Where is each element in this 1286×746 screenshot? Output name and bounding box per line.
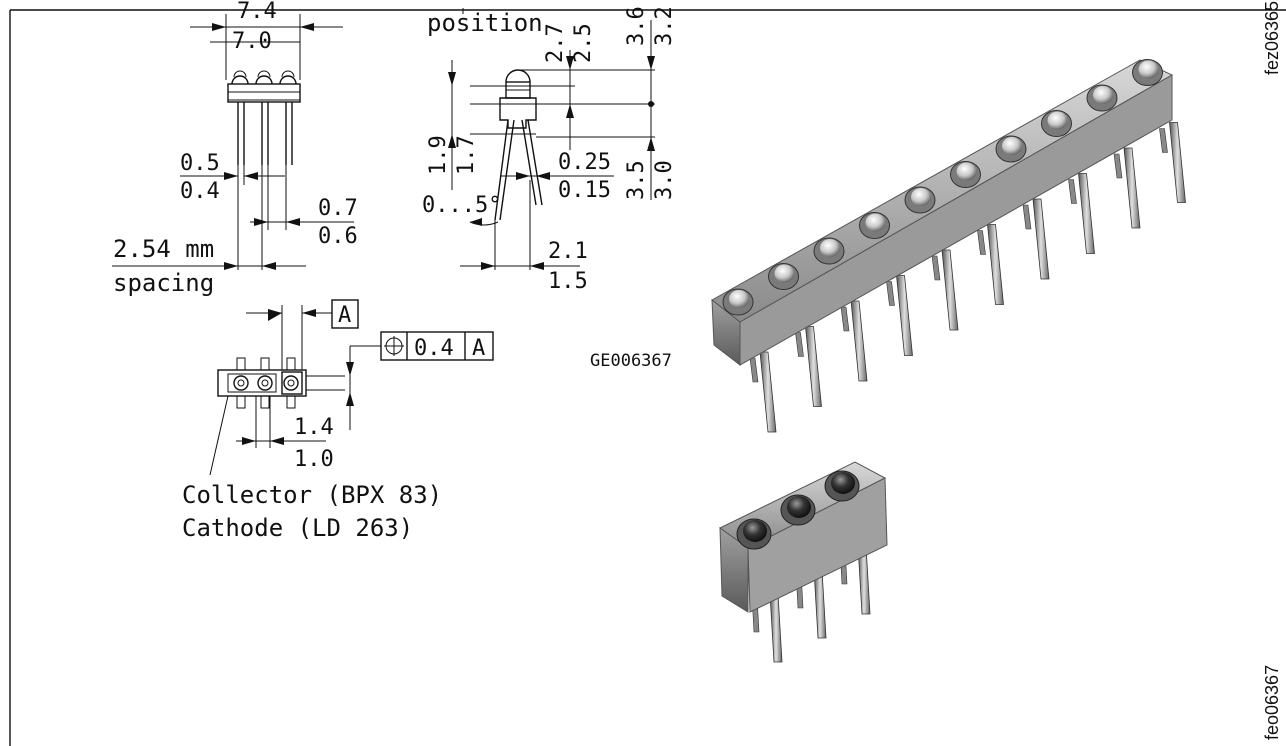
lead-rear <box>795 332 804 357</box>
lens <box>1047 111 1068 130</box>
datum-box <box>331 299 359 329</box>
dim-depth-min: 1.5 <box>548 269 588 294</box>
tolerance-value: 0.4 <box>414 336 454 361</box>
collector-label: Collector (BPX 83) <box>182 481 442 509</box>
lens <box>820 239 840 257</box>
dim-spacing-label: spacing <box>113 269 214 297</box>
side-code-bottom: feo06367 <box>1262 665 1282 740</box>
dim-spacing-value: 2.54 mm <box>113 235 214 263</box>
dim-lead-thickness-min: 0.15 <box>558 178 611 203</box>
tolerance-datum: A <box>472 336 485 361</box>
lead <box>987 224 1004 305</box>
position-label: position <box>427 9 543 37</box>
lead <box>850 300 868 382</box>
lens <box>1138 60 1159 79</box>
lens <box>787 496 811 518</box>
top-view: A 0.4 A <box>182 299 494 542</box>
dim-pin-gap-min: 0.6 <box>318 224 358 249</box>
drawing-frame <box>9 9 1286 746</box>
front-view: 7.4 7.0 0.5 0.4 0.7 0.6 <box>112 0 358 297</box>
pin-marker <box>233 375 299 391</box>
dim-width-inner: 7.0 <box>232 29 272 54</box>
dim-height-35: 3.5 <box>624 160 649 200</box>
circle-cross-icon <box>384 336 404 356</box>
dim-lead-angle: 0...5° <box>422 193 501 218</box>
lead-rear <box>840 306 850 332</box>
dim-pin-gap-max: 0.7 <box>318 196 358 221</box>
lead <box>759 351 777 433</box>
dim-height-19: 1.9 <box>426 135 451 175</box>
side-code-top: fez06365 <box>1262 1 1282 75</box>
dim-height-30: 3.0 <box>652 160 677 200</box>
lens <box>729 290 749 308</box>
lead-rear <box>1159 128 1168 153</box>
dim-cc-max: 1.4 <box>294 415 334 440</box>
dim-height-32: 3.2 <box>652 6 677 46</box>
lead <box>1169 122 1186 203</box>
lead-rear <box>977 230 986 255</box>
photo-strip-3 <box>719 461 888 663</box>
dim-cc-min: 1.0 <box>294 447 334 472</box>
drawing-code: GE006367 <box>590 351 672 371</box>
dim-height-36: 3.6 <box>624 6 649 46</box>
dim-depth-max: 2.1 <box>548 239 588 264</box>
dim-lead-width-max: 0.5 <box>180 151 220 176</box>
dim-height-27: 2.7 <box>543 23 568 63</box>
lead-rear <box>749 357 759 383</box>
lead-rear <box>1022 204 1032 230</box>
lens <box>865 213 886 232</box>
side-view: position 2.7 2.5 3.6 3.2 3.5 3.0 <box>422 6 677 294</box>
lead <box>1078 173 1095 254</box>
lead <box>941 249 959 331</box>
dim-height-17: 1.7 <box>454 135 479 175</box>
lead <box>1032 198 1050 280</box>
lens <box>743 520 767 542</box>
lens <box>956 162 977 181</box>
dim-height-25: 2.5 <box>571 23 596 63</box>
dim-width-outer: 7.4 <box>237 0 277 24</box>
lens <box>774 264 795 283</box>
photo-strip-10 <box>711 59 1186 433</box>
lead <box>805 326 822 407</box>
lead-rear <box>1068 179 1077 204</box>
lead-rear <box>1113 153 1123 179</box>
dim-lead-thickness-max: 0.25 <box>558 150 611 175</box>
lens <box>1093 86 1113 104</box>
lens <box>831 472 855 494</box>
lead <box>1123 147 1141 229</box>
lead <box>896 275 913 356</box>
lens <box>911 188 931 206</box>
cathode-label: Cathode (LD 263) <box>182 514 413 542</box>
lens <box>1002 137 1022 155</box>
dim-lead-width-min: 0.4 <box>180 179 220 204</box>
lead-rear <box>886 281 895 306</box>
lead-rear <box>931 255 941 281</box>
datum-label: A <box>338 303 351 328</box>
lead <box>769 593 783 663</box>
